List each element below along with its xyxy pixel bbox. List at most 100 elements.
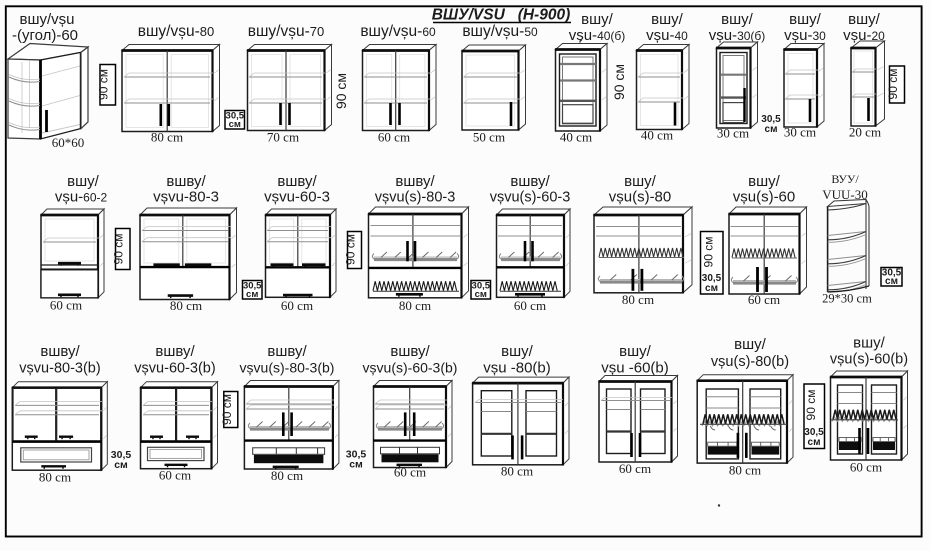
svg-text:90 см: 90 см	[702, 237, 716, 268]
svg-text:вшу/: вшу/	[624, 173, 657, 190]
svg-text:80 cm: 80 cm	[729, 463, 761, 478]
svg-text:90 см: 90 см	[804, 390, 818, 421]
svg-text:вшву/: вшву/	[267, 343, 307, 360]
svg-text:70 cm: 70 cm	[267, 130, 299, 145]
svg-text:vșu-20: vșu-20	[843, 27, 885, 44]
svg-text:30 cm: 30 cm	[717, 126, 749, 141]
svg-text:VUU-30: VUU-30	[822, 187, 868, 202]
svg-text:вшу/: вшу/	[651, 11, 684, 28]
svg-text:вшу/: вшу/	[853, 335, 886, 352]
svg-text:29*30 cm: 29*30 cm	[822, 292, 872, 306]
svg-text:vșvu(s)-60-3(b): vșvu(s)-60-3(b)	[363, 360, 458, 376]
svg-text:30,5: 30,5	[804, 427, 824, 438]
svg-text:вшву/: вшву/	[510, 173, 550, 190]
svg-text:vșu-30(б): vșu-30(б)	[709, 27, 766, 44]
svg-text:вшву/: вшву/	[155, 343, 195, 360]
svg-text:ВШУ/VSU (Н-900): ВШУ/VSU (Н-900)	[432, 7, 571, 24]
svg-text:40 cm: 40 cm	[641, 128, 673, 143]
svg-text:вшву/: вшву/	[166, 173, 206, 190]
svg-text:вшу/: вшу/	[721, 11, 754, 28]
svg-text:вшу/: вшу/	[848, 11, 881, 28]
svg-text:см: см	[808, 437, 821, 448]
svg-text:50 cm: 50 cm	[473, 130, 505, 145]
svg-text:вшу/: вшу/	[501, 343, 534, 360]
svg-text:80 cm: 80 cm	[399, 298, 431, 313]
svg-text:30,5: 30,5	[472, 281, 491, 292]
svg-text:30,5: 30,5	[243, 281, 262, 292]
svg-text:60 cm: 60 cm	[514, 298, 546, 313]
svg-text:вшу/: вшу/	[734, 336, 767, 353]
svg-text:vșu-30: vșu-30	[784, 27, 826, 44]
svg-text:vșu-60-2: vșu-60-2	[55, 189, 108, 206]
svg-text:см: см	[114, 459, 128, 471]
svg-text:20 cm: 20 cm	[849, 125, 881, 140]
svg-text:40 cm: 40 cm	[560, 130, 592, 145]
svg-text:80 cm: 80 cm	[271, 468, 303, 483]
svg-text:vșu -60(b): vșu -60(b)	[601, 360, 669, 377]
svg-text:90 см: 90 см	[333, 73, 349, 109]
svg-text:вшу/vșu-80: вшу/vșu-80	[138, 23, 214, 40]
svg-text:вшу/vșu-60: вшу/vșu-60	[360, 23, 436, 40]
svg-text:вшву/: вшву/	[390, 343, 430, 360]
svg-text:вшу/: вшу/	[619, 343, 652, 360]
svg-text:80 cm: 80 cm	[622, 292, 654, 307]
svg-text:90 см: 90 см	[97, 69, 111, 100]
svg-text:ВУУ/: ВУУ/	[831, 172, 859, 186]
svg-text:см: см	[765, 124, 778, 135]
svg-text:vșvu(s)-80-3(b): vșvu(s)-80-3(b)	[240, 360, 335, 376]
svg-text:30,5: 30,5	[761, 114, 781, 125]
svg-text:60 cm: 60 cm	[394, 465, 426, 480]
svg-text:90 см: 90 см	[111, 234, 125, 265]
svg-text:vșvu-60-3: vșvu-60-3	[264, 189, 330, 206]
svg-text:vșu -80(b): vșu -80(b)	[483, 360, 551, 377]
svg-text:vșu-40: vșu-40	[646, 27, 688, 44]
svg-text:vșu(s)-80: vșu(s)-80	[609, 189, 672, 206]
svg-text:см: см	[705, 283, 718, 294]
svg-text:vșu(s)-60: vșu(s)-60	[733, 189, 796, 206]
svg-text:30,5: 30,5	[226, 111, 245, 122]
svg-text:60 cm: 60 cm	[850, 460, 882, 475]
svg-text:vșu(s)-80(b): vșu(s)-80(b)	[711, 354, 789, 370]
svg-text:см: см	[246, 289, 258, 300]
svg-text:30,5: 30,5	[882, 268, 902, 279]
svg-text:60 cm: 60 cm	[281, 298, 313, 313]
svg-text:вшу/: вшу/	[748, 173, 781, 190]
svg-text:80 cm: 80 cm	[501, 464, 533, 479]
svg-text:вшу/: вшу/	[789, 11, 822, 28]
svg-text:вшу/: вшу/	[581, 11, 614, 28]
svg-text:см: см	[475, 289, 487, 300]
svg-text:30,5: 30,5	[702, 273, 722, 284]
svg-text:60 cm: 60 cm	[378, 130, 410, 145]
svg-text:см: см	[349, 458, 363, 470]
svg-text:vșu-40(б): vșu-40(б)	[569, 27, 626, 44]
svg-text:-(угол)-60: -(угол)-60	[12, 27, 78, 44]
svg-text:вшву/: вшву/	[277, 173, 317, 190]
svg-text:90 см: 90 см	[886, 69, 900, 100]
svg-text:90 см: 90 см	[220, 394, 234, 425]
svg-text:90 см: 90 см	[343, 234, 357, 265]
svg-text:60 cm: 60 cm	[159, 468, 191, 483]
svg-text:60 cm: 60 cm	[619, 461, 651, 476]
svg-text:80 cm: 80 cm	[151, 130, 183, 145]
svg-text:80 cm: 80 cm	[39, 470, 71, 485]
svg-text:вшу/vșu-70: вшу/vșu-70	[248, 23, 324, 40]
svg-text:вшву/: вшву/	[395, 173, 435, 190]
svg-text:90 см: 90 см	[611, 64, 627, 100]
svg-text:см: см	[885, 276, 898, 287]
svg-text:вшу/: вшу/	[67, 173, 100, 190]
svg-text:60 cm: 60 cm	[748, 292, 780, 307]
svg-text:вшву/: вшву/	[40, 343, 80, 360]
svg-text:30,5: 30,5	[346, 448, 367, 460]
svg-text:vșvu-80-3: vșvu-80-3	[153, 189, 219, 206]
svg-text:vșvu(s)-60-3: vșvu(s)-60-3	[490, 190, 571, 206]
svg-text:60 cm: 60 cm	[50, 298, 82, 313]
svg-text:вшу/vșu: вшу/vșu	[19, 11, 74, 28]
svg-text:30 cm: 30 cm	[784, 125, 816, 140]
svg-text:vșu(s)-60(b): vșu(s)-60(b)	[830, 352, 908, 368]
svg-text:вшу/vșu-50: вшу/vșu-50	[462, 23, 538, 40]
svg-text:см: см	[229, 119, 241, 130]
svg-text:30,5: 30,5	[111, 449, 132, 461]
svg-text:80 cm: 80 cm	[170, 298, 202, 313]
svg-text:vșvu-80-3(b): vșvu-80-3(b)	[19, 361, 100, 377]
svg-text:60*60: 60*60	[52, 135, 85, 150]
